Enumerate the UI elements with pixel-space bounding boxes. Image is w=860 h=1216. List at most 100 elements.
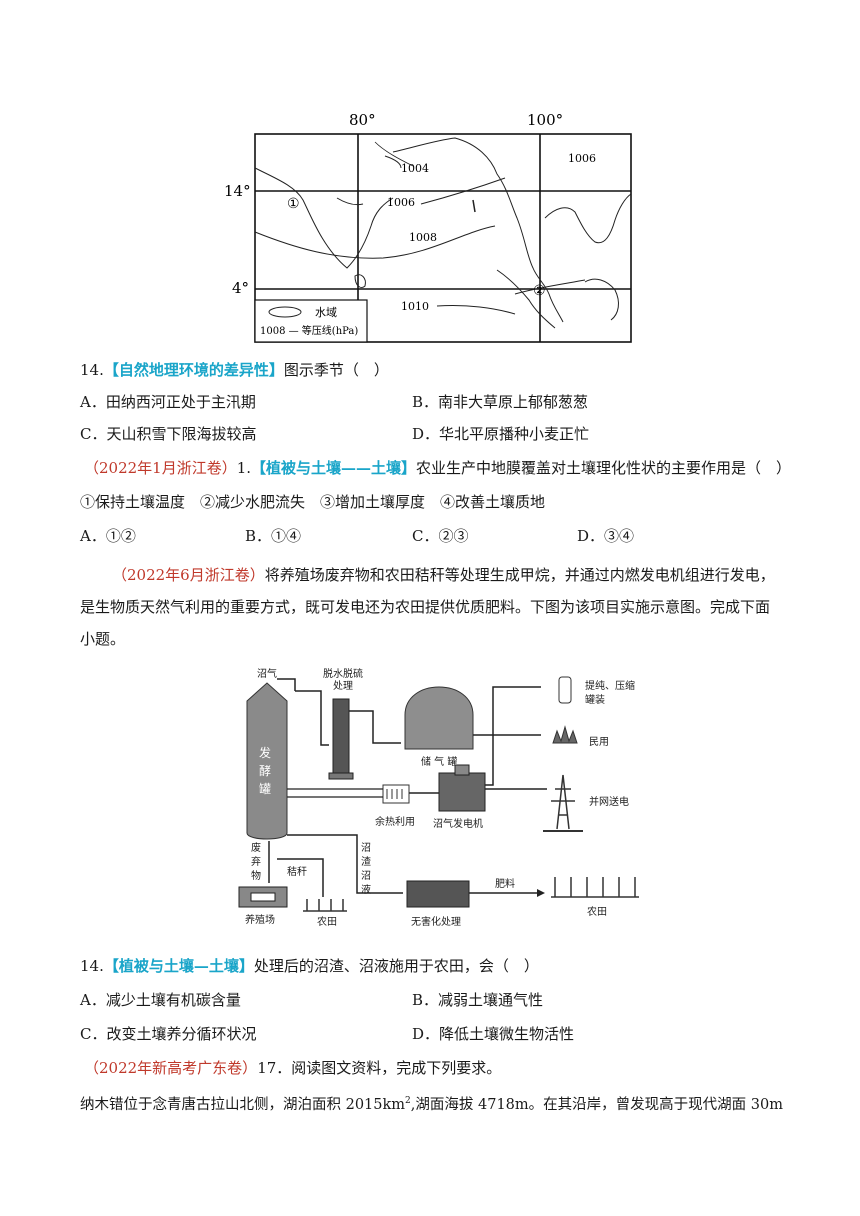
dewater-to-storage-pipe <box>349 710 401 744</box>
passage-line-3: 小题。 <box>80 630 126 648</box>
borneo-coastline <box>584 278 619 321</box>
residue-label-3: 沼 <box>361 869 371 882</box>
lat-14-label: 14° <box>224 182 251 200</box>
biogas-diagram-svg: 发 酵 罐 沼气 脱水脱硫 处理 储 气 罐 提纯、压缩 罐装 民用 沼气发电机 <box>238 667 639 928</box>
isobar-1004-line <box>384 155 402 169</box>
heat-label: 余热利用 <box>375 815 415 828</box>
lat-4-label: 4° <box>232 279 249 297</box>
peninsula-coastline <box>544 193 632 244</box>
q14a-text: 图示季节（ ） <box>283 361 389 379</box>
q14a-number: 14. <box>80 361 104 379</box>
q14a-tag: 【自然地理环境的差异性】 <box>103 361 284 379</box>
biogas-diagram: 发 酵 罐 沼气 脱水脱硫 处理 储 气 罐 提纯、压缩 罐装 民用 沼气发电机 <box>225 665 655 935</box>
lon-100-label: 100° <box>527 111 563 129</box>
map-frame <box>254 133 632 343</box>
tank-label-3: 罐 <box>259 782 271 796</box>
q17-source: （2022年新高考广东卷） <box>84 1059 258 1077</box>
residue-label-2: 渣 <box>361 855 371 868</box>
field1-label: 农田 <box>317 915 337 928</box>
lon-80-label: 80° <box>349 111 376 129</box>
srilanka-outline <box>354 274 366 289</box>
to-generator-pipe <box>485 735 494 786</box>
q17-text: 17．阅读图文资料，完成下列要求。 <box>257 1059 502 1077</box>
q14b-option-d[interactable]: D．降低土壤微生物活性 <box>412 1025 575 1043</box>
farm-window <box>250 892 276 902</box>
isobar-1006-line-a <box>336 197 364 206</box>
q17-stem: （2022年新高考广东卷）17．阅读图文资料，完成下列要求。 <box>84 1058 501 1078</box>
passage-source: （2022年6月浙江卷） <box>112 566 265 584</box>
storage-label: 储 气 罐 <box>421 755 457 768</box>
q14a-stem: 14.【自然地理环境的差异性】图示季节（ ） <box>80 360 389 380</box>
residue-label-1: 沼 <box>361 841 371 854</box>
marker-1: ① <box>287 196 300 212</box>
heat-coils <box>386 789 403 799</box>
harmless-tank <box>406 880 470 908</box>
legend-isobar-label: 1008 — 等压线(hPa) <box>260 324 358 337</box>
island-mark <box>472 199 476 213</box>
isobar-1006-label-a: 1006 <box>568 152 596 165</box>
q14a-option-c[interactable]: C．天山积雪下限海拔较高 <box>80 425 257 443</box>
isobar-1004-label: 1004 <box>401 162 429 175</box>
dewatering-column <box>332 698 350 774</box>
q14a-option-d[interactable]: D．华北平原播种小麦正忙 <box>412 425 590 443</box>
passage-line-1: （2022年6月浙江卷）将养殖场废弃物和农田秸秆等处理生成甲烷，并通过内燃发电机… <box>112 565 775 585</box>
civil-flame-icon <box>552 725 578 744</box>
q1-tag: 【植被与土壤——土壤】 <box>251 459 417 477</box>
q1-number: 1. <box>236 459 252 477</box>
marker-2: ② <box>533 283 546 299</box>
q17-material: 纳木错位于念青唐古拉山北侧，湖泊面积 2015km2,湖面海拔 4718m。在其… <box>80 1091 783 1115</box>
q1-statements: ①保持土壤温度 ②减少水肥流失 ③增加土壤厚度 ④改善土壤质地 <box>80 493 546 511</box>
q1-option-b[interactable]: B．①④ <box>245 527 302 545</box>
q14b-option-c[interactable]: C．改变土壤养分循环状况 <box>80 1025 257 1043</box>
biogas-label: 沼气 <box>257 667 277 680</box>
q1-stem: （2022年1月浙江卷）1.【植被与土壤——土壤】农业生产中地膜覆盖对土壤理化性… <box>84 458 791 478</box>
harmless-label: 无害化处理 <box>411 915 461 928</box>
isobar-1010-line <box>436 305 516 315</box>
fermentation-tank <box>246 682 288 840</box>
civil-label: 民用 <box>589 736 609 748</box>
field1-crops <box>303 899 347 912</box>
heat-to-tank-pipe <box>287 788 383 798</box>
q14b-text: 处理后的沼渣、沼液施用于农田，会（ ） <box>253 957 539 975</box>
storage-tank <box>404 686 474 750</box>
q14b-option-b[interactable]: B．减弱土壤通气性 <box>412 991 544 1009</box>
isobar-1006-label-b: 1006 <box>387 196 415 209</box>
q14a-option-b[interactable]: B．南非大草原上郁郁葱葱 <box>412 393 589 411</box>
q14b-number: 14. <box>80 957 104 975</box>
tank-label-2: 酵 <box>259 764 271 778</box>
passage-text-1: 将养殖场废弃物和农田秸秆等处理生成甲烷，并通过内燃发电机组进行发电， <box>264 566 775 584</box>
map-legend-box <box>254 299 368 343</box>
field2-crops <box>551 877 639 898</box>
purify-label-1: 提纯、压缩 <box>585 679 635 692</box>
field2-label: 农田 <box>587 905 607 918</box>
pylon-icon <box>551 774 575 830</box>
q1-option-c[interactable]: C．②③ <box>412 527 469 545</box>
q1-option-a[interactable]: A．①② <box>80 527 136 545</box>
bay-coastline <box>392 137 564 323</box>
generator-body <box>438 772 486 812</box>
q17-material-b: ,湖面海拔 4718m。在其沿岸，曾发现高于现代湖面 30m <box>410 1096 783 1113</box>
waste-label-3: 物 <box>251 869 261 882</box>
dewater-label-1: 脱水脱硫 <box>323 667 363 680</box>
isobar-map: 80° 100° 14° 4° 1004 1006 1006 1008 1010 <box>224 111 632 343</box>
purify-label-2: 罐装 <box>585 693 605 706</box>
isobar-1006-line-b <box>420 177 506 205</box>
waste-label-2: 弃 <box>251 855 261 868</box>
generator-part <box>454 764 470 776</box>
q17-material-sup: 2 <box>405 1096 411 1106</box>
q14b-option-a[interactable]: A．减少土壤有机碳含量 <box>80 991 241 1009</box>
q1-option-d[interactable]: D．③④ <box>577 527 635 545</box>
q1-source: （2022年1月浙江卷） <box>84 459 237 477</box>
tank-label-1: 发 <box>259 745 271 760</box>
q14a-option-a[interactable]: A．田纳西河正处于主汛期 <box>80 393 256 411</box>
india-coastline <box>254 167 394 269</box>
purify-cylinder <box>558 676 572 704</box>
legend-water-label: 水域 <box>315 306 337 319</box>
residue-label-4: 液 <box>361 883 371 896</box>
biogas-pipe <box>277 678 329 746</box>
fertilizer-arrowhead <box>537 889 545 897</box>
sumatra-coastline <box>496 269 556 329</box>
q14b-stem: 14.【植被与土壤—土壤】处理后的沼渣、沼液施用于农田，会（ ） <box>80 956 539 976</box>
river-line <box>374 141 414 167</box>
isobar-1008-label: 1008 <box>409 231 437 244</box>
